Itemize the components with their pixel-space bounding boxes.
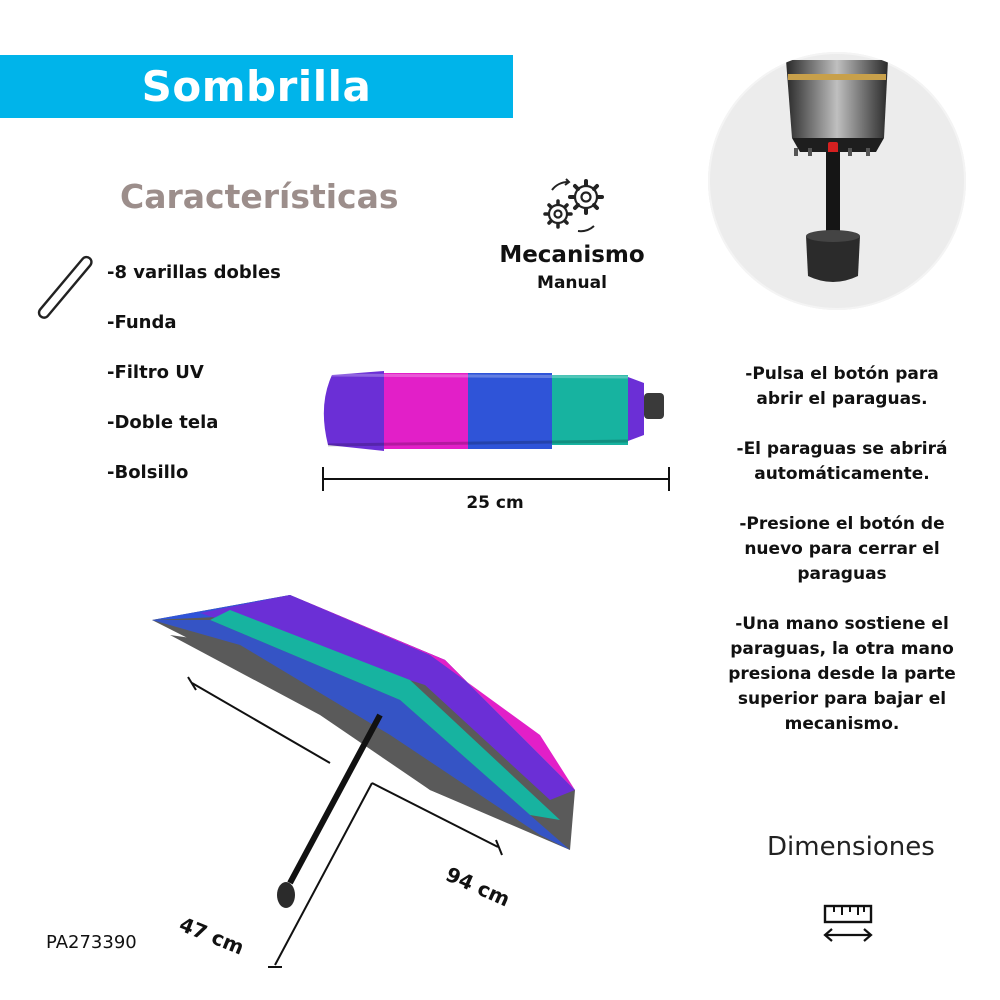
feature-item: -Bolsillo	[107, 462, 189, 483]
length-dimension-line	[322, 467, 670, 491]
gears-icon	[543, 178, 604, 233]
instructions: -Pulsa el botón para abrir el paraguas. …	[727, 362, 957, 762]
length-label: 25 cm	[466, 493, 524, 513]
instruction-item: -Una mano sostiene el paraguas, la otra …	[728, 614, 956, 734]
instruction-item: -Presione el botón de nuevo para cerrar …	[739, 514, 945, 584]
page-title: Sombrilla	[141, 62, 372, 111]
features-heading: Características	[120, 177, 399, 216]
title-banner: Sombrilla	[0, 55, 513, 118]
instruction-item: -Pulsa el botón para abrir el paraguas.	[745, 364, 939, 409]
feature-item: -Funda	[107, 312, 177, 333]
dimensions-label: Dimensiones	[767, 832, 935, 862]
features-list: -8 varillas dobles -Funda -Filtro UV -Do…	[107, 260, 281, 510]
rod-icon	[37, 255, 93, 319]
feature-item: -Doble tela	[107, 412, 219, 433]
mechanism-title: Mecanismo	[499, 242, 645, 268]
instruction-item: -El paraguas se abrirá automáticamente.	[736, 439, 948, 484]
open-umbrella-image	[152, 595, 575, 968]
feature-item: -Filtro UV	[107, 362, 204, 383]
ruler-icon	[823, 904, 873, 942]
product-code: PA273390	[46, 932, 137, 953]
folded-umbrella-image	[323, 371, 664, 451]
button-detail-photo	[708, 52, 966, 310]
mechanism-subtitle: Manual	[537, 273, 607, 293]
folded-umbrella-handle-illustration	[786, 60, 888, 282]
feature-item: -8 varillas dobles	[107, 262, 281, 283]
